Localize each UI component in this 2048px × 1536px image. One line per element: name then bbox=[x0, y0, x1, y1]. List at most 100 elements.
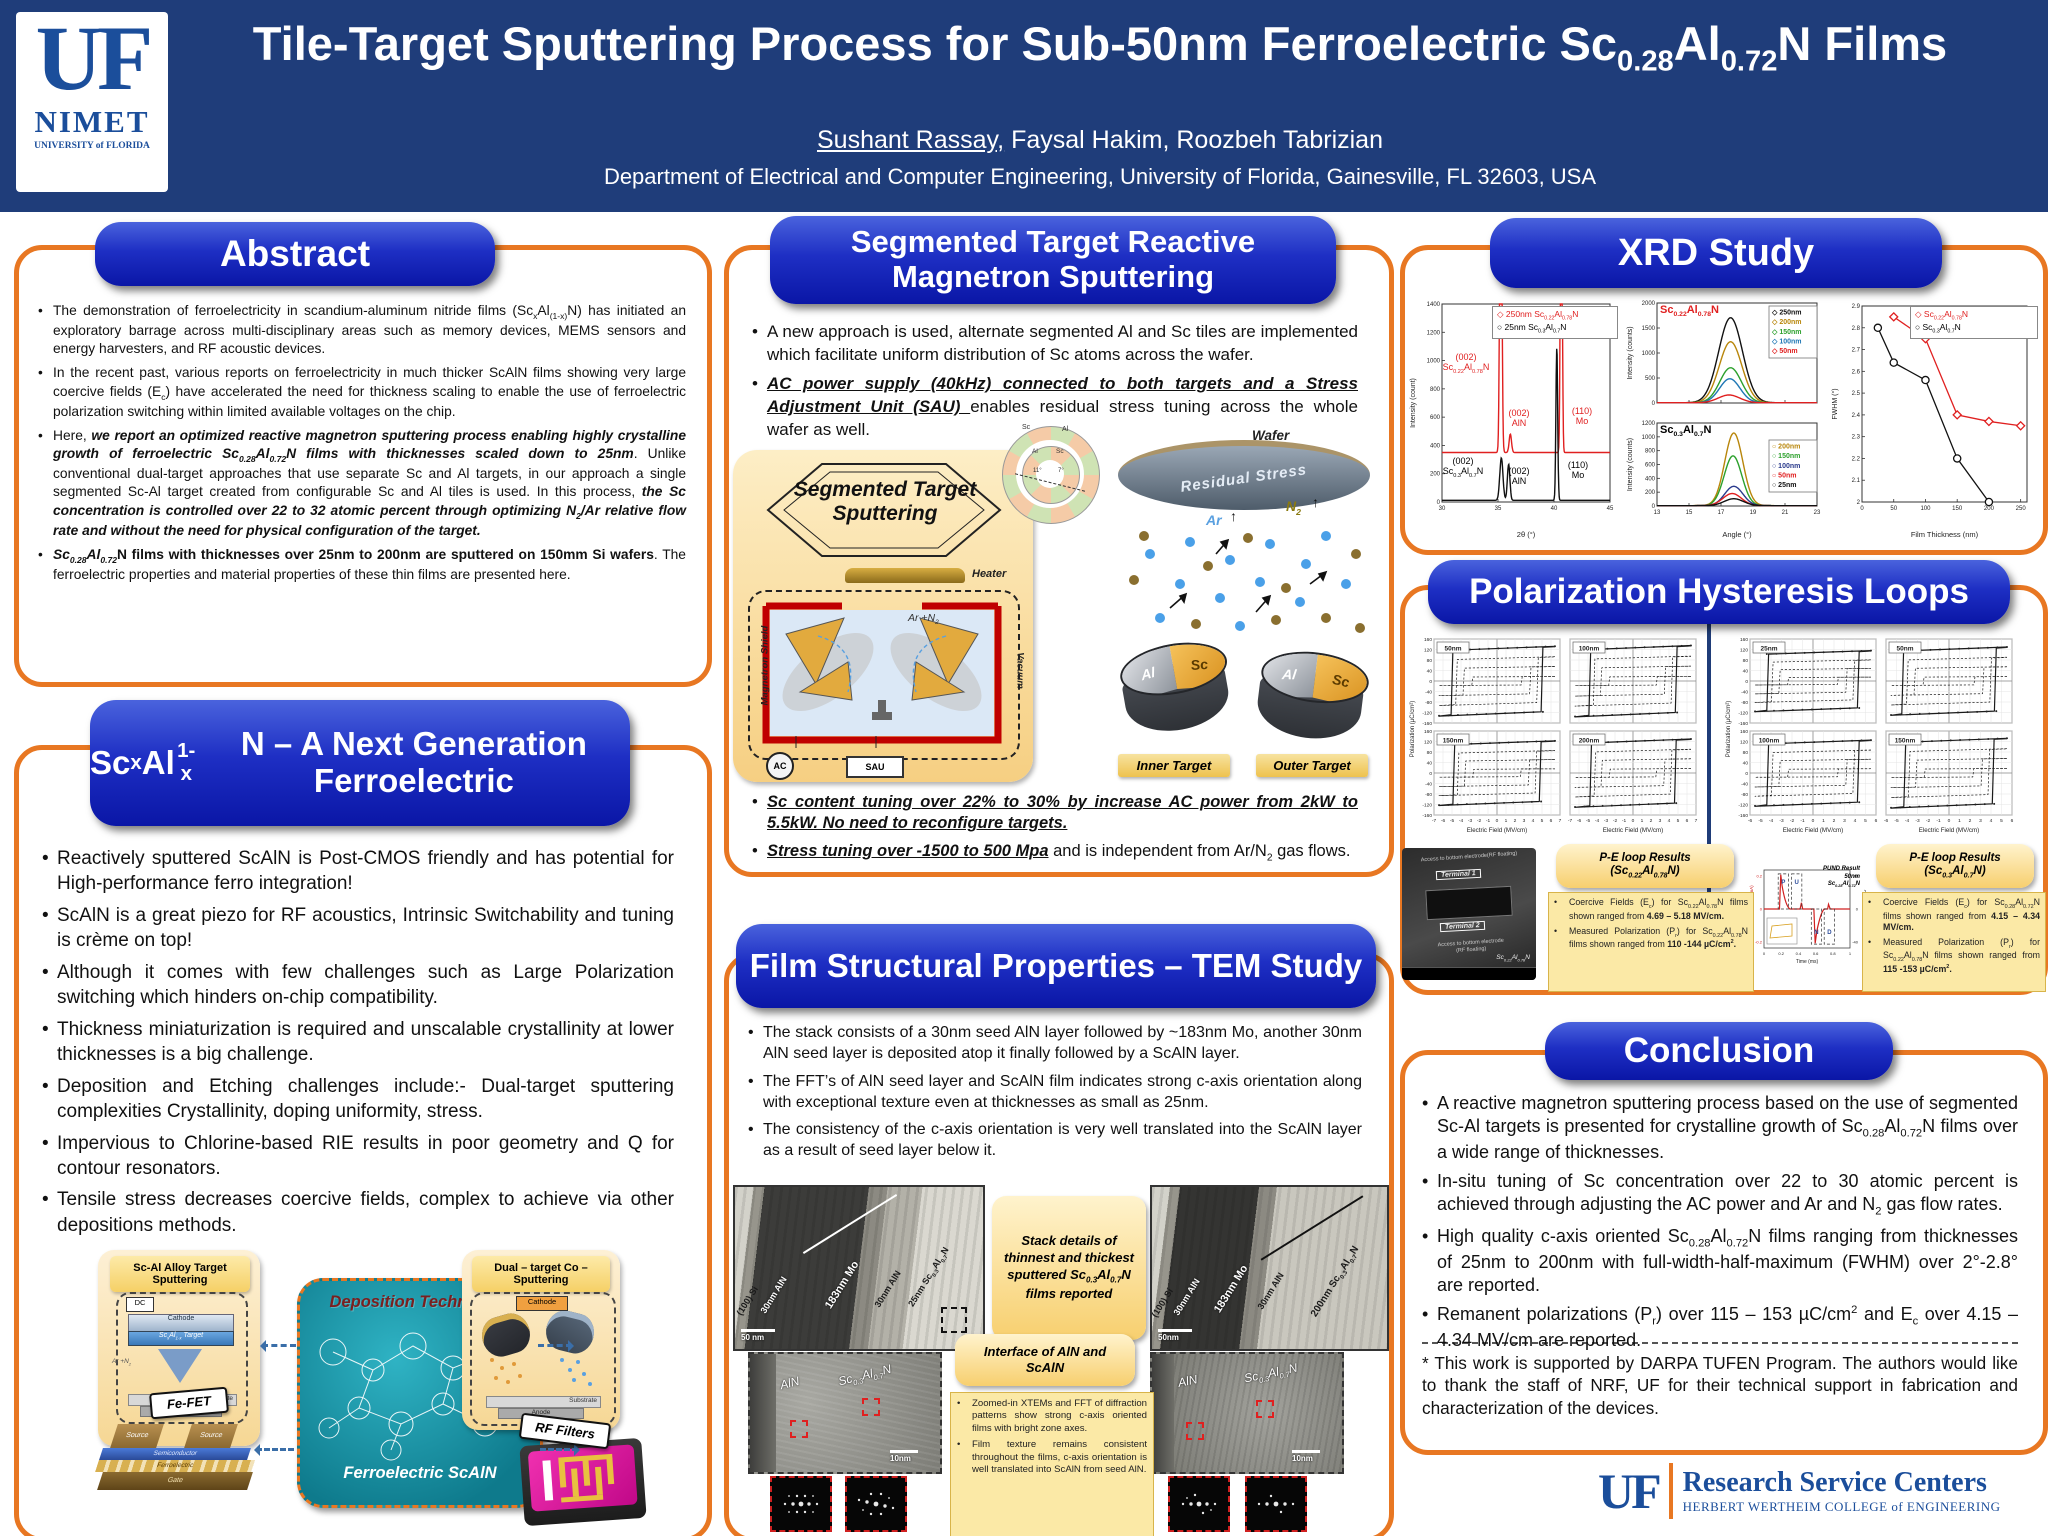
magnetron-shield-label: Magnetron Shield bbox=[759, 625, 771, 706]
xrd-anno-blk-mo: (110)Mo bbox=[1567, 460, 1589, 481]
svg-text:U: U bbox=[1795, 880, 1799, 886]
svg-text:2.1: 2.1 bbox=[1852, 478, 1861, 484]
svg-text:40: 40 bbox=[1854, 874, 1859, 879]
svg-text:2000: 2000 bbox=[1642, 301, 1656, 307]
pe-results-left-title: P-E loop Results(Sc0.22Al0.78N) bbox=[1556, 844, 1734, 888]
svg-text:2: 2 bbox=[1833, 818, 1836, 824]
svg-text:200nm: 200nm bbox=[1579, 738, 1600, 745]
sem-terminal1-label: Terminal 1 bbox=[1435, 868, 1481, 881]
svg-text:0: 0 bbox=[1745, 771, 1748, 777]
tem-zoom-right: AlN Sc0.3Al0.7N 10nm bbox=[1150, 1352, 1344, 1474]
svg-text:Angle (°): Angle (°) bbox=[1722, 530, 1752, 539]
fefet-chip: Gate Ferroelectric Semiconductor Source … bbox=[92, 1414, 262, 1500]
svg-text:0: 0 bbox=[1652, 504, 1656, 510]
svg-text:◇ 150nm: ◇ 150nm bbox=[1771, 329, 1802, 336]
svg-text:-80: -80 bbox=[1425, 700, 1432, 706]
wafer-disc: Residual Stress bbox=[1118, 440, 1370, 510]
sem-resonator-body bbox=[1425, 885, 1513, 921]
dual-spray-dots bbox=[490, 1358, 592, 1386]
svg-text:-1: -1 bbox=[1800, 818, 1805, 824]
svg-text:13: 13 bbox=[1654, 510, 1661, 516]
tem-image-thin: (100) Si 30nm AlN 183nm Mo 30nm AlN 25nm… bbox=[733, 1185, 985, 1351]
pe-loops-right-chart: Polarization (µC/cm²)25nm-160-120-80-400… bbox=[1726, 637, 2014, 834]
svg-text:1000: 1000 bbox=[1642, 351, 1656, 357]
svg-text:160: 160 bbox=[1424, 729, 1432, 735]
conclusion-box bbox=[1400, 1050, 2048, 1455]
svg-text:250: 250 bbox=[2016, 506, 2027, 512]
svg-text:-6: -6 bbox=[1441, 818, 1446, 824]
svg-text:-5: -5 bbox=[1894, 818, 1899, 824]
svg-text:-160: -160 bbox=[1422, 813, 1432, 819]
svg-text:0: 0 bbox=[1745, 679, 1748, 685]
tem-left-scalebar: 50 nm bbox=[741, 1333, 765, 1342]
svg-text:-3: -3 bbox=[1468, 818, 1473, 824]
authors: Sushant Rassay, Faysal Hakim, Roozbeh Ta… bbox=[816, 126, 1383, 154]
fwhm-legend-row1: ◇ Sc0.22Al0.78N bbox=[1915, 309, 1969, 322]
svg-text:1: 1 bbox=[1641, 818, 1644, 824]
conclusion-bullets: •A reactive magnetron sputtering process… bbox=[1422, 1093, 2019, 1350]
tem-zoom-left: AlN Sc0.3Al0.7N 10nm bbox=[748, 1352, 942, 1474]
svg-text:1400: 1400 bbox=[1427, 302, 1441, 308]
svg-text:500: 500 bbox=[1645, 376, 1656, 382]
pe-results-right-title: P-E loop Results(Sc0.3Al0.7N) bbox=[1876, 844, 2034, 888]
svg-text:0.6: 0.6 bbox=[1813, 951, 1819, 956]
svg-text:2.2: 2.2 bbox=[1852, 456, 1861, 462]
xrd-anno-red-aln: (002)AlN bbox=[1508, 408, 1530, 429]
affiliation: Department of Electrical and Computer En… bbox=[603, 164, 1597, 189]
n2-up-arrow: ↑ bbox=[1312, 494, 1319, 510]
svg-text:35: 35 bbox=[1495, 506, 1502, 512]
outer-target-caption: Outer Target bbox=[1256, 754, 1368, 777]
svg-text:-120: -120 bbox=[1738, 711, 1748, 717]
svg-text:-120: -120 bbox=[1422, 711, 1432, 717]
deposition-arrow bbox=[158, 1349, 202, 1405]
dual-target-title: Dual – target Co – Sputtering bbox=[472, 1256, 610, 1292]
svg-text:3: 3 bbox=[1843, 818, 1846, 824]
svg-text:160: 160 bbox=[1740, 729, 1748, 735]
zoom-right-scalebar: 10nm bbox=[1292, 1454, 1313, 1463]
wafer-label: Wafer bbox=[1252, 428, 1290, 443]
svg-text:◇ 50nm: ◇ 50nm bbox=[1771, 348, 1798, 355]
svg-text:-6: -6 bbox=[1884, 818, 1889, 824]
svg-text:P: P bbox=[1781, 880, 1785, 886]
segmented-bottom-bullets: •Sc content tuning over 22% to 30% by in… bbox=[752, 793, 1358, 864]
svg-text:0: 0 bbox=[1856, 907, 1859, 912]
ac-source: AC bbox=[766, 752, 794, 780]
nextgen-bullets: •Reactively sputtered ScAlN is Post-CMOS… bbox=[42, 848, 674, 1236]
segmented-bullets: •A new approach is used, alternate segme… bbox=[752, 322, 1358, 440]
svg-text:Film Thickness (nm): Film Thickness (nm) bbox=[1911, 530, 1979, 539]
svg-text:120: 120 bbox=[1740, 740, 1748, 746]
svg-text:45: 45 bbox=[1607, 506, 1614, 512]
fwhm-legend-row2: ○ Sc0.3Al0.7N bbox=[1915, 322, 1961, 335]
abstract-bullets: •The demonstration of ferroelectricity i… bbox=[38, 303, 687, 582]
hysteresis-header: Polarization Hysteresis Loops bbox=[1428, 560, 2010, 624]
svg-text:0.8: 0.8 bbox=[1830, 951, 1836, 956]
svg-text:4: 4 bbox=[1990, 818, 1993, 824]
svg-text:1000: 1000 bbox=[1642, 435, 1656, 441]
fefet-semiconductor: Semiconductor bbox=[99, 1448, 251, 1460]
alloy-target: ScxAl1-x Target bbox=[128, 1331, 234, 1346]
heater-bar bbox=[845, 568, 965, 583]
svg-text:19: 19 bbox=[1750, 510, 1757, 516]
svg-text:25nm: 25nm bbox=[1761, 646, 1778, 653]
svg-text:0: 0 bbox=[1632, 818, 1635, 824]
svg-text:-1: -1 bbox=[1936, 818, 1941, 824]
n2-label: N2 bbox=[1286, 498, 1301, 517]
university-text: UNIVERSITY of FLORIDA bbox=[34, 140, 150, 151]
svg-text:600: 600 bbox=[1645, 463, 1656, 469]
arrow-to-rf bbox=[540, 1444, 580, 1456]
ring-outer-sc-label: Sc bbox=[1022, 424, 1031, 431]
outer-target-al-label: Al bbox=[1260, 650, 1319, 698]
svg-text:5: 5 bbox=[2000, 818, 2003, 824]
arrow-to-dual bbox=[538, 1340, 574, 1352]
svg-text:○ 150nm: ○ 150nm bbox=[1772, 453, 1800, 460]
pe-loops-left-chart: Polarization (µC/cm²)50nm-160-120-80-400… bbox=[1410, 637, 1698, 834]
xrd-legend: ◇ 250nm Sc0.22Al0.78N ○ 25nm Sc0.3Al0.7N bbox=[1492, 306, 1618, 339]
svg-text:-160: -160 bbox=[1422, 721, 1432, 727]
svg-text:Electric Field (MV/cm): Electric Field (MV/cm) bbox=[1783, 827, 1844, 834]
svg-text:-80: -80 bbox=[1741, 700, 1748, 706]
svg-text:100nm: 100nm bbox=[1759, 738, 1780, 745]
svg-text:2.5: 2.5 bbox=[1852, 391, 1861, 397]
